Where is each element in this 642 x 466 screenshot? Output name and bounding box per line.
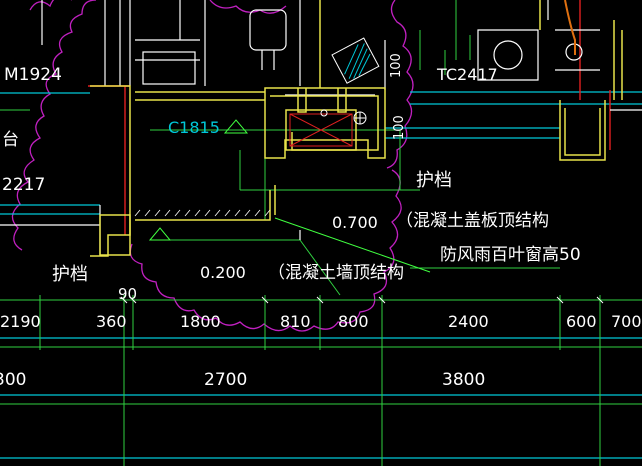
dim-2700: 2700: [204, 370, 247, 390]
dimension-row-1: 2190 360 1800 810 800 2400 600 700: [0, 312, 642, 331]
hatch-slab: [134, 209, 271, 217]
circle-symbols: [320, 109, 367, 125]
label-guardrail-right: 护档: [416, 170, 452, 191]
label-note-wall-top: （混凝土墙顶结构: [268, 263, 404, 283]
orange-pipe: [564, 0, 576, 55]
label-door-m1924: M1924: [4, 65, 62, 85]
dim-1800: 1800: [180, 312, 221, 331]
dim-2190: 2190: [0, 312, 41, 331]
dim-2400: 2400: [448, 312, 489, 331]
dimension-row-2: 300 2700 3800: [0, 370, 485, 390]
leader-line: [148, 119, 431, 273]
dim-360: 360: [96, 312, 127, 331]
label-level-0700: 0.700: [332, 213, 378, 232]
dim-3800: 3800: [442, 370, 485, 390]
dimension-ticks: [120, 296, 604, 304]
label-level-0200: 0.200: [200, 263, 246, 282]
label-dim-90: 90: [118, 285, 137, 303]
label-note-slab-top: （混凝土盖板顶结构: [396, 211, 549, 231]
label-window-c1815: C1815: [168, 118, 220, 137]
dim-800: 800: [338, 312, 369, 331]
walls-yellow: [90, 0, 623, 257]
label-window-tc2417: TC2417: [436, 65, 498, 84]
label-tai: 台: [2, 130, 19, 150]
dim-700: 700: [611, 312, 642, 331]
revision-cloud: [11, 0, 414, 332]
dim-810: 810: [280, 312, 311, 331]
label-dim-100: 100: [389, 53, 404, 78]
equipment-box: [331, 37, 380, 84]
walls-white: [0, 0, 642, 255]
label-note-louver: 防风雨百叶窗高50: [440, 245, 581, 265]
label-code-2217: 2217: [2, 175, 45, 195]
dim-300: 300: [0, 370, 26, 390]
cyan-lines: [0, 91, 642, 459]
label-dim-100b: 100: [392, 115, 407, 140]
dim-600: 600: [566, 312, 597, 331]
label-guardrail-left: 护档: [52, 264, 88, 285]
red-equipment-box: [289, 113, 353, 147]
axis-lines: [88, 0, 611, 235]
